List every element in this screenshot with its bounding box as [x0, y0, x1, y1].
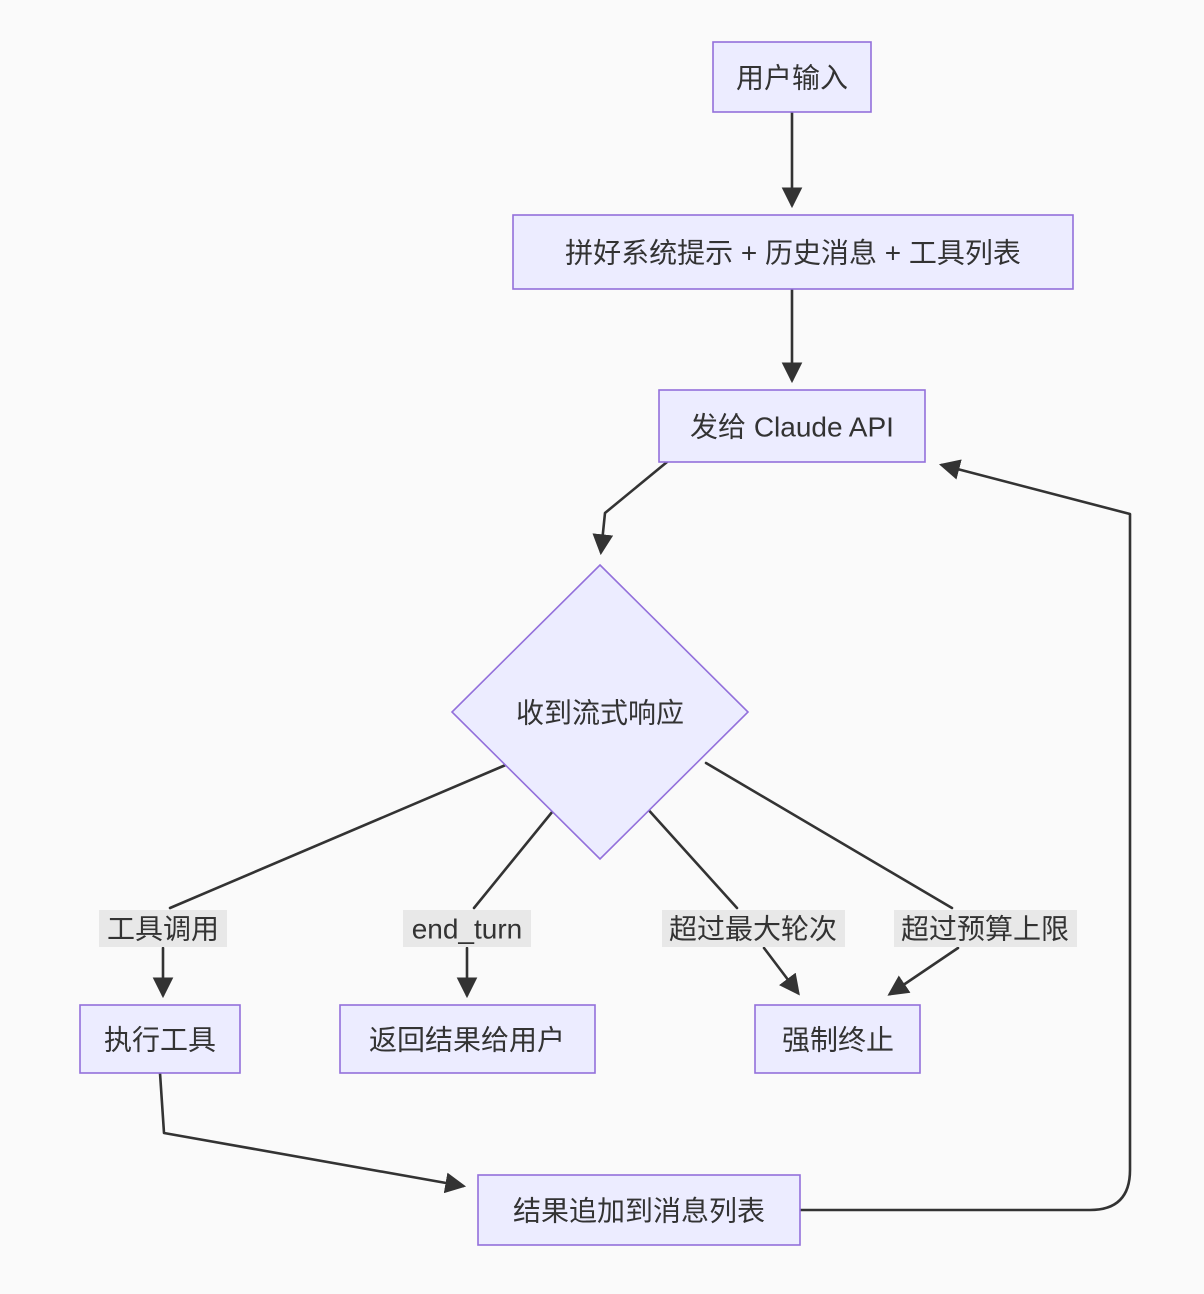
edge-decision-to-budget-label [704, 761, 954, 910]
node-append-result: 结果追加到消息列表 [477, 1174, 801, 1246]
node-force-stop-label: 强制终止 [782, 1025, 894, 1056]
node-append-result-box [477, 1174, 801, 1246]
edge-api-to-decision [592, 460, 669, 556]
edge-budget-to-force-stop [887, 946, 960, 996]
node-stream-response-decision-shape [450, 563, 750, 861]
node-stream-response-decision-label: 收到流式响应 [516, 698, 684, 729]
node-user-input-box [712, 41, 872, 113]
node-user-input-label: 用户输入 [736, 63, 848, 94]
node-execute-tool: 执行工具 [79, 1004, 241, 1074]
node-stream-response-decision: 收到流式响应 [450, 563, 750, 861]
edge-label-tool-call-text: 工具调用 [107, 914, 219, 945]
node-execute-tool-label: 执行工具 [104, 1025, 216, 1056]
edge-label-end-turn-text: end_turn [412, 914, 523, 945]
edge-max-turns-to-force-stop [762, 946, 800, 996]
node-assemble-prompt-label: 拼好系统提示 + 历史消息 + 工具列表 [565, 238, 1021, 269]
edge-execute-to-append [158, 1071, 467, 1194]
node-user-input: 用户输入 [712, 41, 872, 113]
node-send-claude-api-box [658, 389, 926, 463]
node-send-claude-api: 发给 Claude API [658, 389, 926, 463]
edge-label-budget-limit-bg [894, 910, 1077, 947]
edge-decision-to-end-turn-label [472, 804, 559, 910]
edge-label-tool-call: 工具调用 [99, 910, 227, 947]
edge-decision-to-max-turns-label [643, 804, 739, 910]
edge-label-end-turn-bg [403, 910, 531, 947]
edge-label-end-turn: end_turn [403, 910, 531, 947]
node-append-result-label: 结果追加到消息列表 [513, 1196, 765, 1227]
node-force-stop-box [754, 1004, 921, 1074]
node-return-result-label: 返回结果给用户 [369, 1025, 565, 1056]
edge-label-tool-call-bg [99, 910, 227, 947]
node-send-claude-api-label: 发给 Claude API [690, 412, 894, 443]
node-return-result: 返回结果给用户 [339, 1004, 596, 1074]
edge-label-max-turns-bg [662, 910, 845, 947]
edge-label-budget-limit-text: 超过预算上限 [901, 914, 1069, 945]
edge-label-max-turns-text: 超过最大轮次 [669, 914, 837, 945]
edge-label-budget-limit: 超过预算上限 [894, 910, 1077, 947]
node-assemble-prompt: 拼好系统提示 + 历史消息 + 工具列表 [512, 214, 1074, 290]
edge-append-to-api-loop [798, 459, 1132, 1212]
node-force-stop: 强制终止 [754, 1004, 921, 1074]
edge-label-max-turns: 超过最大轮次 [662, 910, 845, 947]
edge-decision-to-tool-call-label [168, 762, 510, 910]
node-execute-tool-box [79, 1004, 241, 1074]
node-return-result-box [339, 1004, 596, 1074]
node-assemble-prompt-box [512, 214, 1074, 290]
